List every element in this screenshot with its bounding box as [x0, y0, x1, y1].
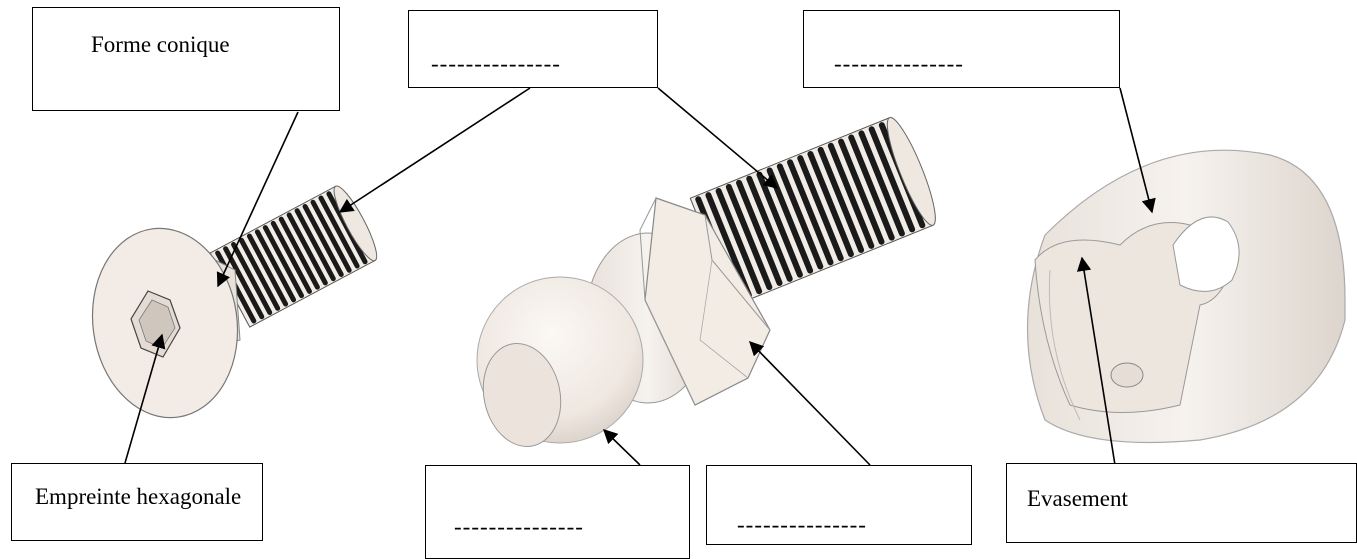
flared-sleeve — [1026, 149, 1346, 444]
blank-bottom-middle-right: --------------- — [737, 512, 867, 537]
label-evasement: Evasement — [1027, 486, 1128, 511]
label-box-top-right: --------------- — [803, 10, 1120, 88]
leader-lines — [124, 87, 1156, 466]
arrow-empreinte-hexagonale — [124, 333, 166, 464]
arrow-bottom-middle-left — [602, 428, 641, 466]
arrow-top-middle-right — [657, 87, 779, 189]
ball-stud-thread — [689, 117, 936, 307]
label-box-bottom-middle-right: --------------- — [706, 465, 972, 545]
arrow-top-right — [1119, 87, 1156, 214]
sleeve-hole — [1172, 216, 1240, 292]
screw-thread — [209, 185, 378, 328]
ball-stud — [476, 117, 936, 447]
label-box-evasement: Evasement — [1006, 463, 1357, 543]
label-forme-conique: Forme conique — [91, 32, 230, 57]
arrow-forme-conique — [216, 111, 299, 288]
blank-top-middle: --------------- — [431, 51, 561, 76]
label-box-empreinte-hexagonale: Empreinte hexagonale — [11, 463, 263, 541]
arrow-evasement — [1076, 256, 1116, 466]
arrow-bottom-middle-right — [748, 340, 871, 466]
sleeve-pin — [1110, 362, 1144, 388]
blank-top-right: --------------- — [834, 51, 964, 76]
ball-flat-face — [482, 343, 562, 447]
label-empreinte-hexagonale: Empreinte hexagonale — [35, 484, 242, 509]
blank-bottom-middle-left: --------------- — [454, 514, 584, 539]
label-box-bottom-middle-left: --------------- — [425, 465, 690, 559]
countersunk-screw — [91, 185, 378, 419]
label-box-top-middle: --------------- — [408, 10, 658, 88]
label-box-forme-conique: Forme conique — [32, 7, 340, 111]
arrow-top-middle-left — [338, 87, 531, 213]
